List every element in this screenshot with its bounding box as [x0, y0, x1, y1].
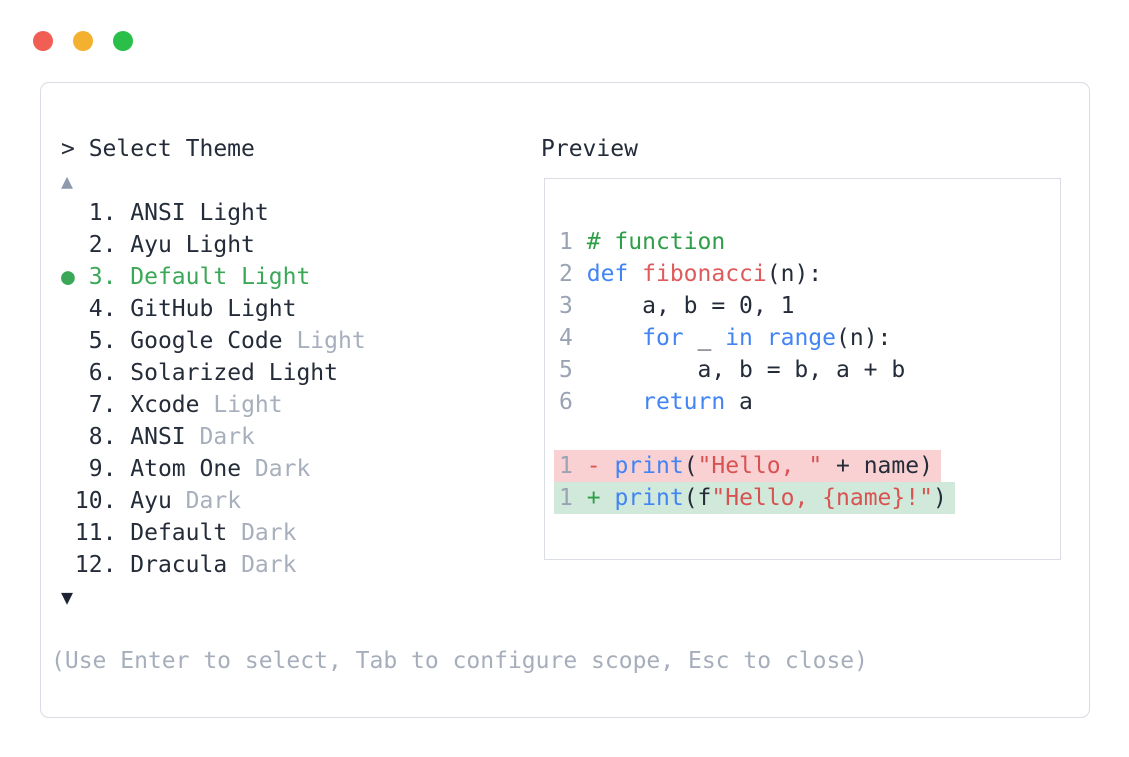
- theme-variant: Dark: [199, 424, 255, 450]
- line-number: 6: [559, 389, 573, 415]
- diff-line-added: 1 + print(f"Hello, {name}!"): [554, 482, 1060, 514]
- diff-line-removed: 1 - print("Hello, " + name): [554, 450, 1060, 482]
- theme-variant: Dark: [241, 552, 297, 578]
- theme-item-ansi-light[interactable]: 1. ANSI Light: [61, 197, 868, 229]
- line-number: 1: [559, 453, 573, 479]
- theme-variant: Light: [241, 264, 311, 290]
- theme-name: Default: [130, 520, 228, 546]
- theme-variant: Light: [213, 392, 283, 418]
- line-number: 1: [559, 229, 573, 255]
- theme-variant: Dark: [254, 456, 311, 482]
- theme-variant: Light: [199, 200, 269, 226]
- bullet-spacer: [61, 456, 75, 482]
- selected-bullet-icon: ●: [61, 264, 75, 290]
- theme-number: 3: [74, 264, 103, 290]
- code-line: [559, 418, 1060, 450]
- theme-number: 7: [74, 392, 103, 418]
- bullet-spacer: [61, 360, 75, 386]
- theme-name: Xcode: [130, 392, 200, 418]
- theme-item-xcode-light[interactable]: 7. Xcode Light: [61, 389, 868, 421]
- theme-variant: Light: [296, 328, 366, 354]
- code-line: 4 for _ in range(n):: [559, 325, 892, 351]
- theme-item-solarized-light[interactable]: 6. Solarized Light: [61, 357, 868, 389]
- diff-highlight-added: 1 + print(f"Hello, {name}!"): [554, 482, 955, 514]
- bullet-spacer: [61, 328, 75, 354]
- theme-name: Google Code: [130, 328, 283, 354]
- theme-name: Ayu: [130, 232, 172, 258]
- theme-variant: Light: [227, 296, 297, 322]
- bullet-spacer: [61, 232, 75, 258]
- code-line: 2 def fibonacci(n):: [559, 261, 823, 287]
- theme-number: 2: [74, 232, 103, 258]
- line-number: 2: [559, 261, 573, 287]
- theme-item-default-light[interactable]: ● 3. Default Light: [61, 264, 311, 290]
- theme-number: 8: [74, 424, 103, 450]
- line-number: 3: [559, 293, 573, 319]
- theme-name: Default: [130, 264, 228, 290]
- line-number: 4: [559, 325, 573, 351]
- code-line: 6 return a: [559, 389, 753, 415]
- theme-name: ANSI: [130, 200, 186, 226]
- theme-number: 9: [74, 456, 103, 482]
- theme-number: 4: [74, 296, 103, 322]
- maximize-button[interactable]: [113, 31, 133, 51]
- theme-number: 1: [74, 200, 103, 226]
- theme-item-default-dark[interactable]: 11. Default Dark: [61, 517, 868, 549]
- close-button[interactable]: [33, 31, 53, 51]
- code-line: 5 a, b = b, a + b: [559, 357, 906, 383]
- theme-selector-panel: > Select Theme ▲ 1. ANSI Light 2. Ayu Li…: [40, 82, 1090, 718]
- theme-number: 12: [74, 552, 103, 578]
- theme-item-dracula-dark[interactable]: 12. Dracula Dark: [61, 549, 868, 581]
- theme-name: GitHub: [130, 296, 214, 322]
- scroll-up-icon[interactable]: ▲: [61, 169, 74, 193]
- theme-item-ayu-light[interactable]: 2. Ayu Light: [61, 229, 868, 261]
- scroll-down-icon[interactable]: ▼: [61, 585, 74, 609]
- theme-variant: Dark: [185, 488, 242, 514]
- help-text: (Use Enter to select, Tab to configure s…: [51, 648, 868, 674]
- line-number: 1: [559, 485, 573, 511]
- select-theme-prompt: > Select Theme: [61, 136, 255, 162]
- theme-number: 10: [74, 488, 103, 514]
- theme-list: 1. ANSI Light 2. Ayu Light ● 3. Default L…: [61, 197, 868, 581]
- theme-item-ayu-dark[interactable]: 10. Ayu Dark: [61, 485, 868, 517]
- theme-item-ansi-dark[interactable]: 8. ANSI Dark: [61, 421, 868, 453]
- theme-item-google-code-light[interactable]: 5. Google Code Light: [61, 325, 868, 357]
- theme-number: 6: [74, 360, 103, 386]
- theme-name: Dracula: [130, 552, 228, 578]
- line-number: 5: [559, 357, 573, 383]
- bullet-spacer: [61, 552, 75, 578]
- bullet-spacer: [61, 200, 75, 226]
- theme-list-column: > Select Theme ▲ 1. ANSI Light 2. Ayu Li…: [51, 133, 868, 677]
- theme-name: Solarized: [130, 360, 255, 386]
- theme-number: 11: [74, 520, 103, 546]
- bullet-spacer: [61, 424, 75, 450]
- spacer-line: [61, 613, 868, 645]
- theme-variant: Light: [268, 360, 338, 386]
- preview-box: 1 # function 2 def fibonacci(n): 3 a, b = …: [544, 178, 1061, 560]
- theme-variant: Light: [185, 232, 255, 258]
- theme-name: ANSI: [130, 424, 186, 450]
- theme-variant: Dark: [241, 520, 297, 546]
- theme-name: Atom One: [130, 456, 242, 482]
- code-line: 3 a, b = 0, 1: [559, 293, 795, 319]
- code-preview: 1 # function 2 def fibonacci(n): 3 a, b = …: [545, 179, 1060, 514]
- theme-item-atom-one-dark[interactable]: 9. Atom One Dark: [61, 453, 868, 485]
- bullet-spacer: [61, 520, 75, 546]
- bullet-spacer: [61, 392, 75, 418]
- theme-number: 5: [74, 328, 103, 354]
- theme-name: Ayu: [130, 488, 172, 514]
- theme-item-github-light[interactable]: 4. GitHub Light: [61, 293, 868, 325]
- code-line: 1 # function: [559, 229, 726, 255]
- bullet-spacer: [61, 488, 75, 514]
- window-controls: [33, 31, 133, 51]
- diff-highlight-removed: 1 - print("Hello, " + name): [554, 450, 941, 482]
- minimize-button[interactable]: [73, 31, 93, 51]
- preview-label: Preview: [541, 136, 638, 162]
- bullet-spacer: [61, 296, 75, 322]
